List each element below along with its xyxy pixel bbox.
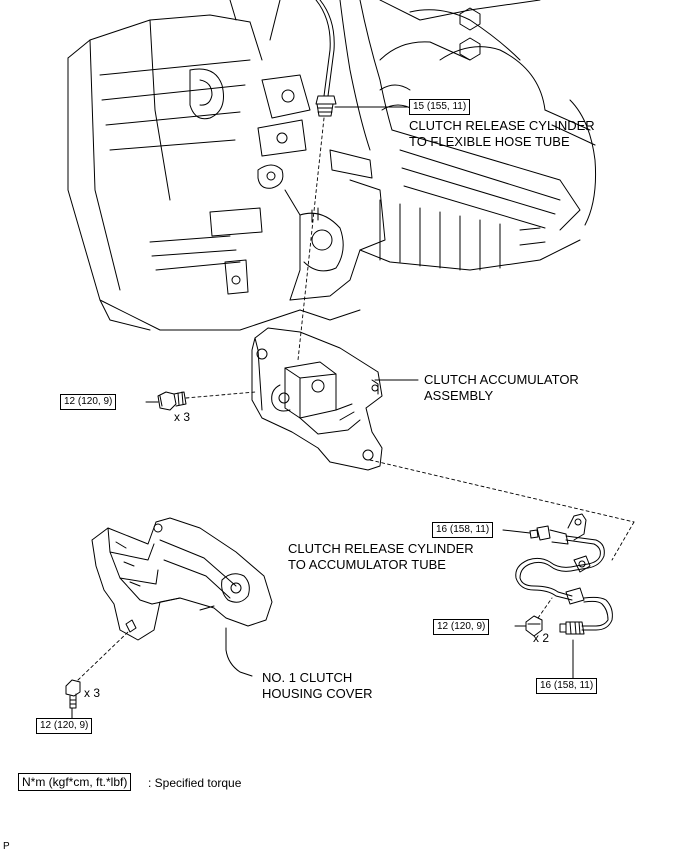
label-accumulator-line2: ASSEMBLY [424, 388, 494, 403]
torque-hose-tube: 15 (155, 11) [409, 99, 471, 115]
qty-tube-bolt: x 2 [533, 631, 550, 645]
label-cover-line2: HOUSING COVER [262, 686, 373, 701]
label-cover-line1: NO. 1 CLUTCH [262, 670, 353, 685]
torque-accumulator-tube-lower: 16 (158, 11) [536, 678, 598, 694]
legend-description: : Specified torque [148, 776, 242, 790]
tube-bolt [525, 615, 543, 637]
clutch-housing-cover [91, 517, 273, 641]
torque-accumulator-bolts: 12 (120, 9) [60, 394, 117, 410]
footer-code: P [3, 841, 10, 852]
torque-accumulator-tube-upper: 16 (158, 11) [432, 522, 494, 538]
label-release-cylinder-acc-line2: TO ACCUMULATOR TUBE [288, 557, 446, 572]
accumulator-tube [515, 513, 613, 635]
flexible-hose-tube [315, 0, 337, 117]
torque-tube-bolt: 12 (120, 9) [433, 619, 490, 635]
qty-cover-bolts: x 3 [84, 686, 101, 700]
label-release-cylinder-hose-line2: TO FLEXIBLE HOSE TUBE [409, 134, 570, 149]
torque-cover-bolts: 12 (120, 9) [36, 718, 93, 734]
clutch-accumulator-assembly [251, 327, 383, 471]
legend-units-box: N*m (kgf*cm, ft.*lbf) [18, 773, 132, 791]
label-release-cylinder-acc-line1: CLUTCH RELEASE CYLINDER [288, 541, 474, 556]
accumulator-bolt [157, 391, 187, 411]
cover-bolt [65, 679, 81, 709]
transmission-housing [67, 0, 597, 331]
qty-accumulator-bolts: x 3 [174, 410, 191, 424]
label-release-cylinder-hose-line1: CLUTCH RELEASE CYLINDER [409, 118, 595, 133]
label-accumulator-line1: CLUTCH ACCUMULATOR [424, 372, 579, 387]
